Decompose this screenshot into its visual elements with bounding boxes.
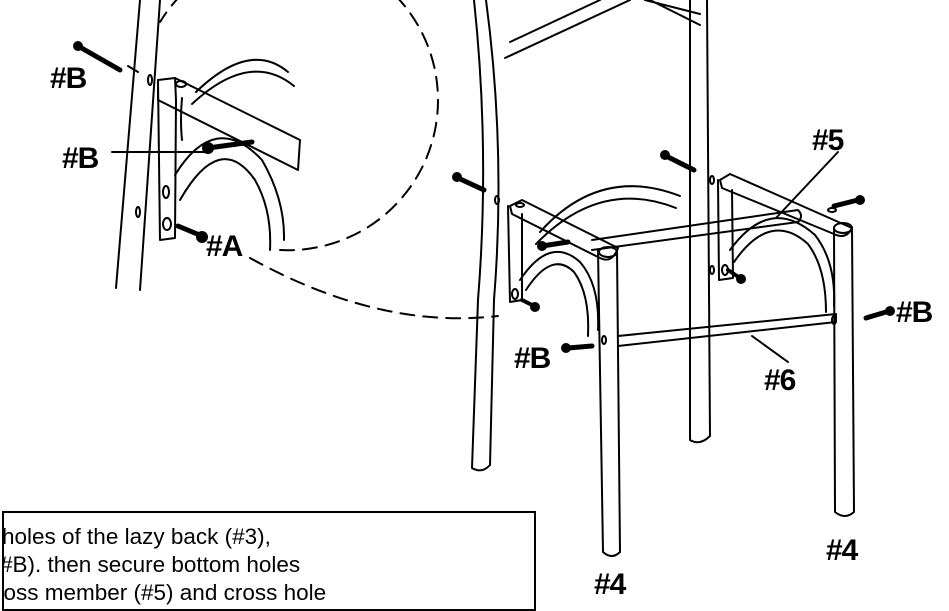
lazy-back-arc-left bbox=[519, 250, 600, 331]
label-b-right: #B bbox=[896, 296, 933, 329]
label-part-6: #6 bbox=[764, 364, 796, 397]
detail-bracket-lower-hole bbox=[162, 217, 172, 231]
front-left-leg bbox=[597, 249, 621, 557]
right-rail-cap bbox=[833, 222, 853, 234]
detail-back-arc-upper-2 bbox=[191, 70, 295, 105]
lazy-back-arc-right bbox=[729, 217, 836, 307]
detail-leg-hole-top bbox=[147, 74, 153, 86]
screw-right-bracket bbox=[726, 268, 746, 284]
part5-leader bbox=[775, 151, 839, 219]
detail-screw-b-top bbox=[73, 41, 123, 73]
instruction-box: holes of the lazy back (#3), #B). then s… bbox=[2, 511, 536, 611]
detail-bracket-plate bbox=[157, 79, 177, 241]
label-leg-right: #4 bbox=[826, 534, 859, 567]
detail-screw-b-mid bbox=[202, 139, 255, 154]
detail-connector-line bbox=[249, 257, 499, 320]
right-back-leg bbox=[689, 0, 711, 444]
screw-left-bracket-bottom bbox=[520, 298, 540, 312]
detail-leg-hole-bottom bbox=[135, 206, 141, 218]
left-back-leg bbox=[471, 0, 500, 472]
right-bracket bbox=[717, 179, 734, 281]
detail-circle-outline bbox=[159, 0, 439, 252]
left-bracket-hole bbox=[511, 288, 519, 300]
detail-back-leg-outer bbox=[115, 0, 141, 289]
detail-b-top-leader bbox=[127, 65, 139, 73]
right-rail-hole bbox=[827, 207, 837, 213]
instruction-line-2: #B). then secure bottom holes bbox=[2, 552, 301, 577]
right-leg-hole-top bbox=[709, 175, 715, 185]
back-brace-left bbox=[504, 0, 631, 59]
label-part-5: #5 bbox=[812, 124, 844, 157]
right-leg-hole-bottom bbox=[709, 265, 715, 275]
detail-rail-hole bbox=[175, 80, 187, 88]
detail-back-arc-outer bbox=[174, 137, 286, 241]
screw-left-leg bbox=[452, 172, 487, 193]
left-rail-hole bbox=[515, 202, 525, 208]
left-seat-rail bbox=[509, 199, 619, 261]
part6-leader bbox=[751, 335, 789, 363]
screw-right-rail bbox=[831, 195, 865, 209]
detail-seat-rail bbox=[157, 77, 301, 171]
back-brace-right bbox=[644, 0, 701, 26]
lazy-back-arc-top bbox=[539, 185, 681, 233]
screw-b-front bbox=[561, 343, 595, 353]
lazy-back-arc-right-2 bbox=[733, 229, 827, 313]
detail-magnifier bbox=[73, 0, 499, 320]
detail-screw-a bbox=[175, 223, 208, 243]
detail-back-arc-inner bbox=[179, 158, 272, 251]
detail-seat-rail-edge bbox=[174, 77, 177, 101]
front-right-leg-hole bbox=[831, 315, 837, 325]
label-leg-front: #4 bbox=[594, 568, 627, 599]
label-a-detail: #A bbox=[206, 230, 243, 263]
instruction-line-1: holes of the lazy back (#3), bbox=[2, 524, 271, 549]
chair-frame bbox=[452, 0, 895, 557]
front-right-leg bbox=[833, 227, 855, 517]
lazy-back-arc-top-2 bbox=[535, 197, 677, 245]
detail-bracket-curve bbox=[180, 97, 183, 141]
detail-back-leg-inner bbox=[139, 0, 161, 291]
left-leg-hole bbox=[494, 195, 500, 205]
detail-bracket-slot bbox=[162, 185, 170, 199]
label-b-front: #B bbox=[514, 342, 551, 375]
lazy-back-arc-left-2 bbox=[525, 263, 590, 337]
cross-member-6 bbox=[617, 313, 837, 347]
left-bracket bbox=[507, 205, 523, 303]
screw-left-bracket bbox=[537, 239, 571, 251]
instruction-line-3: ross member (#5) and cross hole bbox=[2, 580, 327, 605]
label-b-top: #B bbox=[50, 62, 87, 95]
cross-member-5 bbox=[591, 209, 802, 251]
screw-b-right bbox=[863, 306, 895, 321]
front-left-leg-hole bbox=[601, 335, 607, 345]
detail-back-arc-upper bbox=[195, 58, 289, 93]
label-b-mid: #B bbox=[62, 142, 99, 175]
screw-right-leg bbox=[660, 150, 697, 173]
